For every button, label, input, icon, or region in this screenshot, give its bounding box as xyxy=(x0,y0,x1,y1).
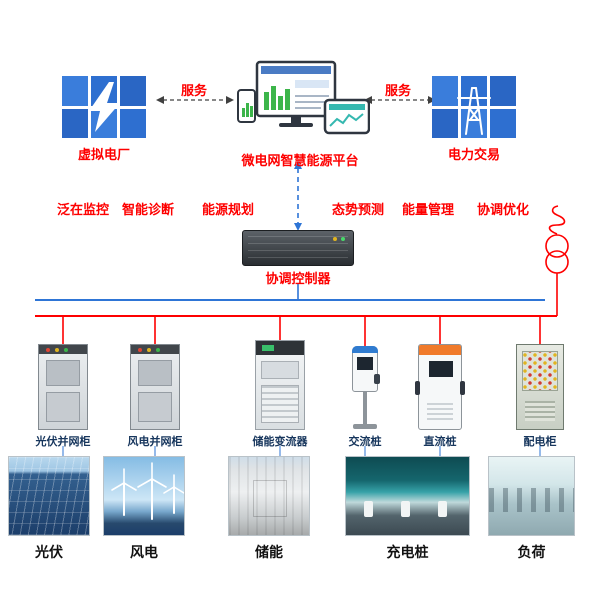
charging-gun xyxy=(460,381,465,395)
pile-band xyxy=(352,346,378,353)
wind-label: 风电 xyxy=(130,544,158,560)
phone-icon xyxy=(237,89,256,123)
grid-tile xyxy=(490,108,516,138)
coordination-controller-label: 协调控制器 xyxy=(265,271,331,286)
cabinet-window xyxy=(138,360,172,386)
server-led xyxy=(341,237,345,241)
pile-head xyxy=(352,346,378,392)
monitor-icon xyxy=(255,60,337,127)
function-label-monitoring: 泛在监控 xyxy=(57,202,110,217)
function-label-diagnosis: 智能诊断 xyxy=(122,202,175,217)
grid-tile xyxy=(432,76,458,106)
load-label: 负荷 xyxy=(517,544,546,560)
server-slots xyxy=(248,236,348,260)
cabinet-indicator-strip xyxy=(39,345,87,354)
lightning-icon xyxy=(89,82,120,132)
storage-photo xyxy=(228,456,310,536)
charging-pile-shape xyxy=(401,501,410,517)
power-trading-icon xyxy=(432,76,516,138)
function-label-planning: 能源规划 xyxy=(202,202,255,217)
grid-tile xyxy=(432,108,458,138)
pv-photo xyxy=(8,456,90,536)
cabinet-indicator-strip xyxy=(131,345,179,354)
pile-screen xyxy=(429,361,453,377)
service-label-right: 服务 xyxy=(384,83,411,98)
tablet-icon xyxy=(323,98,370,135)
pile-base xyxy=(353,424,377,429)
power-trading-label: 电力交易 xyxy=(447,147,500,162)
charging-station-photo xyxy=(345,456,470,536)
charging-label: 充电桩 xyxy=(386,544,429,560)
distribution-cabinet-label: 配电柜 xyxy=(523,436,557,448)
converter-vent xyxy=(261,385,299,423)
virtual-power-plant-label: 虚拟电厂 xyxy=(77,147,130,162)
function-label-forecast: 态势预测 xyxy=(332,202,385,217)
pile-band xyxy=(419,345,461,355)
dc-pile-label: 直流桩 xyxy=(423,436,457,448)
service-label-left: 服务 xyxy=(180,83,207,98)
wind-photo xyxy=(103,456,185,536)
transformer-icon xyxy=(545,205,569,274)
wind-grid-cabinet xyxy=(130,344,180,430)
ac-charging-pile xyxy=(350,346,380,430)
charging-gun xyxy=(415,381,420,395)
wind-grid-cabinet-label: 风电并网柜 xyxy=(127,436,183,448)
indicator-panel xyxy=(522,351,558,391)
platform-controller-arrow xyxy=(294,161,302,231)
storage-converter-label: 储能变流器 xyxy=(252,436,308,448)
platform-label: 微电网智慧能源平台 xyxy=(241,153,359,168)
converter-display-strip xyxy=(256,341,304,355)
grid-tile xyxy=(461,76,487,106)
wind-turbines-icon xyxy=(111,462,184,520)
charging-gun xyxy=(374,374,380,384)
grid-tile xyxy=(120,108,146,138)
cabinet-window xyxy=(138,392,172,422)
pv-grid-cabinet-label: 光伏并网柜 xyxy=(35,436,91,448)
pile-screen xyxy=(357,357,373,370)
cabinet-vent xyxy=(525,401,555,421)
ac-pile-label: 交流桩 xyxy=(348,436,382,448)
cabinet-window xyxy=(46,360,80,386)
pv-label: 光伏 xyxy=(35,544,63,560)
storage-converter-cabinet xyxy=(255,340,305,430)
distribution-cabinet xyxy=(516,344,564,430)
platform-devices-icon xyxy=(237,60,370,135)
grid-tile xyxy=(490,76,516,106)
pv-grid-cabinet xyxy=(38,344,88,430)
cabinet-window xyxy=(46,392,80,422)
pile-pole xyxy=(363,392,367,424)
dc-charging-pile xyxy=(415,344,465,430)
charging-pile-shape xyxy=(438,501,447,517)
function-label-optimization: 协调优化 xyxy=(477,202,530,217)
converter-panel xyxy=(261,361,299,379)
load-photo xyxy=(488,456,575,536)
pile-vent xyxy=(427,403,453,421)
transmission-tower-icon xyxy=(457,87,491,135)
storage-label: 储能 xyxy=(255,544,283,560)
grid-tile xyxy=(62,108,88,138)
charging-pile-shape xyxy=(364,501,373,517)
coordination-controller-device xyxy=(242,230,354,266)
grid-tile xyxy=(62,76,88,106)
function-label-energy-mgmt: 能量管理 xyxy=(402,202,455,217)
grid-tile xyxy=(120,76,146,106)
virtual-power-plant-icon xyxy=(62,76,146,138)
